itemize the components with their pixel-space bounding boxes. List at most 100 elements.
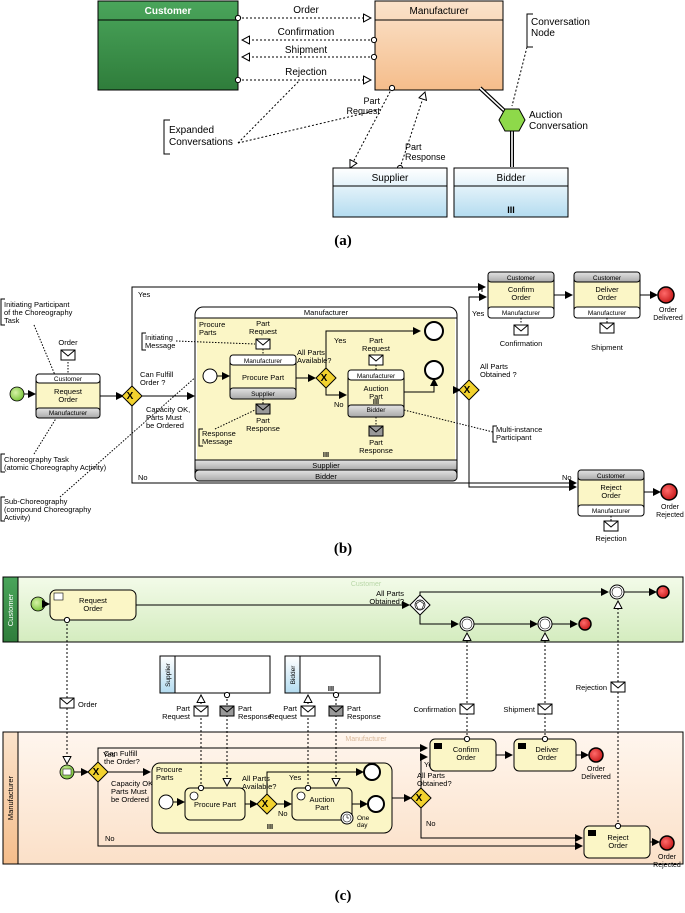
c-rejection-label: Rejection (576, 683, 607, 692)
c-end-rejected (659, 835, 675, 851)
b-all-parts-available-label: All Parts (297, 348, 325, 357)
svg-text:X: X (93, 767, 100, 778)
svg-text:No: No (562, 473, 572, 482)
b-auction-bottom: Bidder (367, 407, 387, 414)
c-reject-name: Reject (607, 833, 629, 842)
c-confirmation-label: Confirmation (413, 705, 456, 714)
b-request-order-top: Customer (54, 376, 83, 383)
b-no-label: No (138, 473, 148, 482)
c-no-label-3: No (426, 819, 436, 828)
c-bidder-pool (284, 655, 381, 694)
c-all-parts-obtained-label: All Parts (376, 589, 404, 598)
b-inner-end-top (424, 321, 444, 341)
c-procure-part-name: Procure Part (194, 800, 237, 809)
customer-label: Customer (145, 6, 192, 17)
b-confirm-bottom: Manufacturer (502, 310, 541, 317)
b-all-parts-obtained-label: All Parts (480, 362, 508, 371)
caption-b: (b) (334, 541, 352, 557)
b-procure-parts-label-2: Parts (199, 328, 217, 337)
annot-choreography-task: Choreography Task (4, 455, 69, 464)
c-one-day-label: One (357, 815, 370, 822)
c-part-response-label-2: Part (347, 704, 362, 713)
c-manufacturer-pool-label: Manufacturer (6, 775, 15, 820)
expanded-conversations-label-2: Conversations (169, 137, 233, 148)
c-end-delivered (588, 747, 604, 763)
c-part-response-envelope-2 (328, 705, 344, 717)
b-capacity-ok-label-2: Parts Must (146, 413, 183, 422)
c-cust-end-top (656, 585, 670, 599)
b-end-delivered-label: Order (659, 307, 678, 314)
b-auction-msg-out: Part (369, 438, 384, 447)
c-customer-pool-label: Customer (6, 593, 15, 626)
b-start-event (9, 386, 25, 402)
c-supplier-pool-label: Supplier (165, 662, 172, 687)
annot-sub-choreography: Sub-Choreography (4, 497, 68, 506)
b-rejection-envelope (603, 520, 619, 532)
b-sub-band-bidder: Bidder (315, 472, 337, 481)
svg-text:Yes: Yes (334, 336, 346, 345)
annot-response-message-2: Message (202, 437, 232, 446)
c-yes-label-1: Yes (103, 750, 115, 759)
b-auction-msg-out-2: Response (359, 446, 393, 455)
c-no-label-1: No (105, 834, 115, 843)
b-deliver-top: Customer (593, 275, 622, 282)
c-order-label: Order (78, 700, 98, 709)
c-confirm-name: Confirm (453, 745, 479, 754)
c-inner-end-bottom (367, 795, 385, 813)
c-all-parts-available-gateway (256, 793, 278, 815)
c-part-request-label-2b: Request (269, 712, 298, 721)
b-request-order-name: Request (54, 387, 83, 396)
b-all-parts-obtained-label-2: Obtained ? (480, 370, 517, 379)
b-pp-msg-in: Part (256, 319, 271, 328)
b-shipment-label: Shipment (591, 343, 624, 352)
b-end-rejected (660, 483, 678, 501)
bidder-label: Bidder (497, 173, 527, 184)
b-reject-bottom: Manufacturer (592, 508, 631, 515)
c-part-response-label-1b: Response (238, 712, 272, 721)
b-all-parts-available-label-2: Available? (297, 356, 331, 365)
c-reject-name-2: Order (608, 841, 628, 850)
part-response-label: Part (405, 142, 422, 152)
c-one-day-label-2: day (357, 822, 368, 829)
b-inner-end-bottom (424, 360, 444, 380)
b-request-order-bottom: Manufacturer (49, 410, 88, 417)
c-shipment-label: Shipment (503, 705, 536, 714)
svg-text:X: X (321, 373, 328, 384)
c-sub-mi: III (267, 822, 273, 831)
b-procure-part-bottom: Supplier (251, 391, 276, 398)
link-confirmation: Confirmation (278, 27, 335, 38)
c-end-delivered-label-2: Delivered (581, 774, 611, 781)
b-rejection-label: Rejection (595, 534, 626, 543)
c-bidder-pool-label: Bidder (290, 665, 297, 685)
c-confirm-name-2: Order (456, 753, 476, 762)
svg-text:X: X (262, 799, 269, 810)
bidder-multi-instance: III (507, 205, 515, 215)
c-all-parts-obtained-label-m2: Obtained? (417, 779, 452, 788)
bidder-participant (453, 167, 569, 218)
b-sub-mi: III (323, 450, 329, 459)
b-request-order-name-2: Order (58, 395, 78, 404)
part-response-label-2: Response (405, 152, 446, 162)
